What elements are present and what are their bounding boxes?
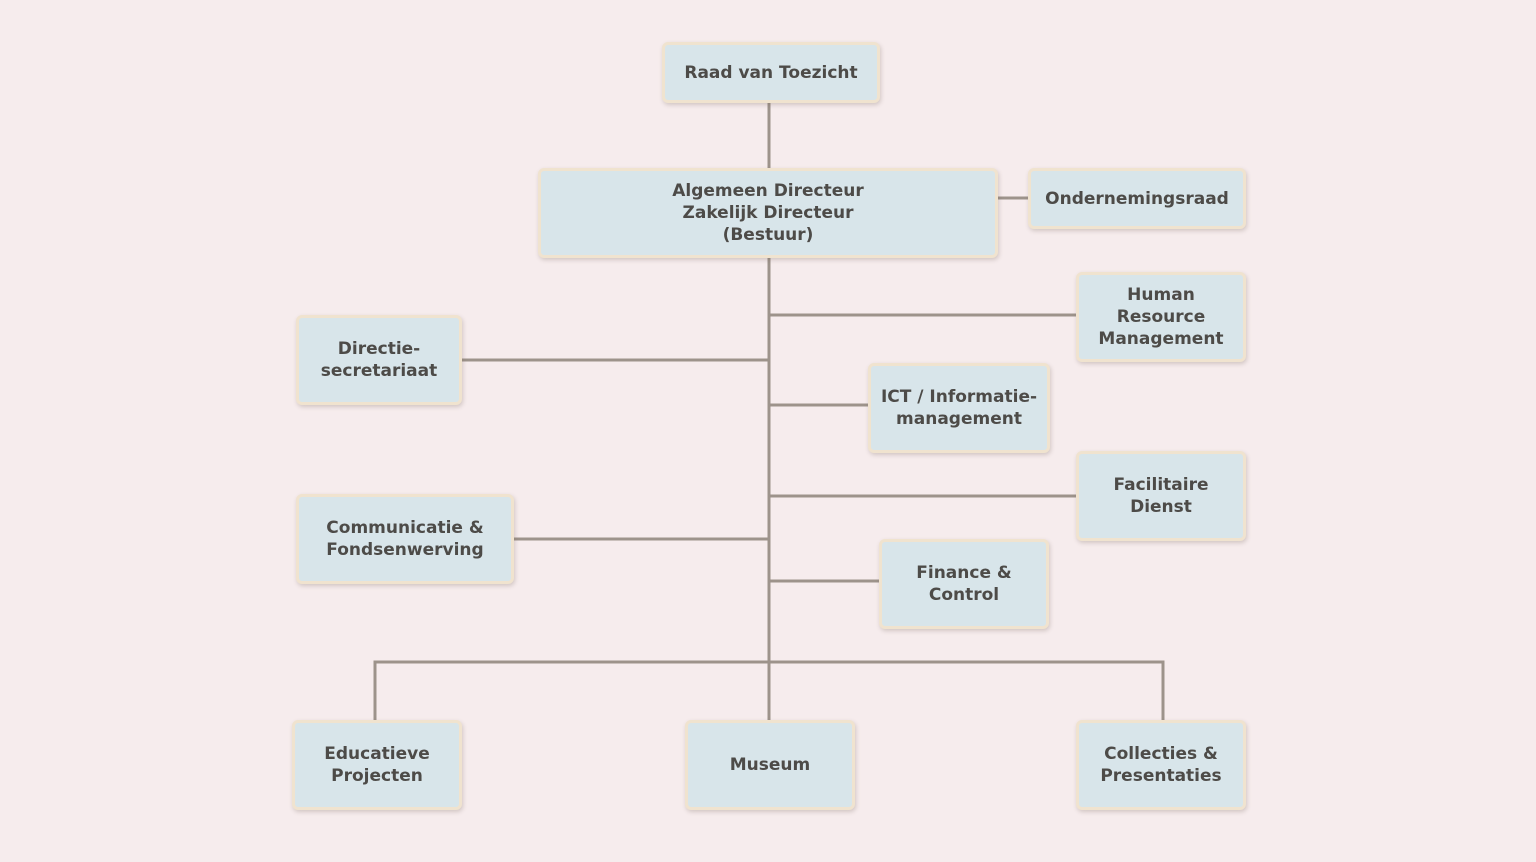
node-ict-informatiemanagement: ICT / Informatie- management: [868, 363, 1050, 453]
node-label: Educatieve Projecten: [324, 744, 430, 786]
node-museum: Museum: [685, 720, 855, 810]
node-label: Communicatie & Fondsenwerving: [326, 518, 484, 560]
node-educatieve-projecten: Educatieve Projecten: [292, 720, 462, 810]
node-bestuur: Algemeen Directeur Zakelijk Directeur (B…: [538, 168, 998, 258]
node-label: Finance & Control: [916, 563, 1012, 605]
node-label: Ondernemingsraad: [1045, 188, 1229, 209]
node-label: Human Resource Management: [1098, 285, 1224, 349]
node-label: Collecties & Presentaties: [1100, 744, 1222, 786]
node-label: ICT / Informatie- management: [880, 387, 1038, 429]
node-facilitaire-dienst: Facilitaire Dienst: [1076, 451, 1246, 541]
node-ondernemingsraad: Ondernemingsraad: [1028, 168, 1246, 229]
node-label: Algemeen Directeur Zakelijk Directeur (B…: [672, 181, 864, 245]
node-label: Facilitaire Dienst: [1113, 475, 1209, 517]
node-communicatie-fondsenwerving: Communicatie & Fondsenwerving: [296, 494, 514, 584]
node-label: Directie- secretariaat: [320, 339, 438, 381]
node-finance-control: Finance & Control: [879, 539, 1049, 629]
node-label: Raad van Toezicht: [684, 62, 858, 83]
node-directiesecretariaat: Directie- secretariaat: [296, 315, 462, 405]
node-human-resource-management: Human Resource Management: [1076, 272, 1246, 362]
node-raad-van-toezicht: Raad van Toezicht: [662, 42, 880, 103]
node-collecties-presentaties: Collecties & Presentaties: [1076, 720, 1246, 810]
node-label: Museum: [729, 755, 811, 775]
